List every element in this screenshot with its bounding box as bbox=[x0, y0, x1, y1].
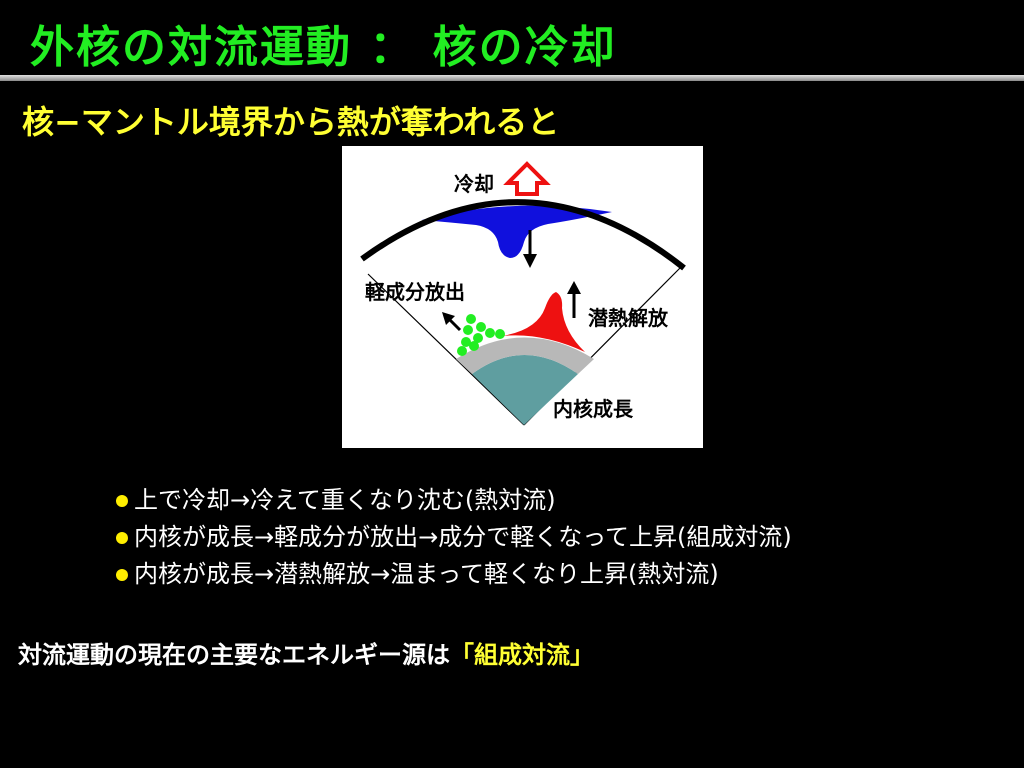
bullet-item: 上で冷却→冷えて重くなり沈む(熱対流) bbox=[116, 482, 792, 519]
wedge-left-edge bbox=[367, 273, 525, 426]
cooling-up-arrow bbox=[503, 161, 551, 196]
bullet-item: 内核が成長→軽成分が放出→成分で軽くなって上昇(組成対流) bbox=[116, 519, 792, 556]
hot-plume bbox=[502, 292, 585, 352]
cooling-label: 冷却 bbox=[454, 172, 494, 196]
inner-core-growth-label: 内核成長 bbox=[553, 397, 633, 421]
core-mantle-boundary bbox=[360, 199, 686, 271]
core-convection-diagram: 冷却 軽成分放出 潜熱解放 内核成長 bbox=[342, 146, 703, 448]
inner-core-boundary-layer bbox=[456, 337, 594, 374]
diagram-graphics bbox=[360, 161, 686, 426]
bullet-dot-icon bbox=[116, 531, 128, 544]
title-divider bbox=[0, 75, 1024, 81]
inner-core bbox=[472, 355, 578, 425]
latent-heat-release-label: 潜熱解放 bbox=[588, 306, 668, 330]
bullet-list: 上で冷却→冷えて重くなり沈む(熱対流) 内核が成長→軽成分が放出→成分で軽くなっ… bbox=[116, 482, 792, 593]
bullet-text: 内核が成長→潜熱解放→温まって軽くなり上昇(熱対流) bbox=[134, 560, 719, 588]
conclusion-text: 対流運動の現在の主要なエネルギー源は「組成対流」 bbox=[18, 637, 594, 673]
bullet-text: 上で冷却→冷えて重くなり沈む(熱対流) bbox=[134, 486, 556, 514]
light-element-dots bbox=[457, 314, 505, 356]
light-element-arrow-head bbox=[442, 312, 455, 325]
slide-title: 外核の対流運動 ： 核の冷却 bbox=[30, 22, 617, 73]
conclusion-highlight: 「組成対流」 bbox=[450, 641, 594, 669]
conclusion-prefix: 対流運動の現在の主要なエネルギー源は bbox=[18, 641, 450, 669]
sinking-arrow-head bbox=[523, 254, 537, 268]
slide-subtitle: 核−マントル境界から熱が奪われると bbox=[22, 103, 560, 141]
bullet-dot-icon bbox=[116, 494, 128, 507]
rising-arrow-head bbox=[567, 281, 581, 294]
bullet-text: 内核が成長→軽成分が放出→成分で軽くなって上昇(組成対流) bbox=[134, 523, 792, 551]
cold-plume bbox=[422, 205, 612, 258]
bullet-dot-icon bbox=[116, 568, 128, 581]
light-element-release-label: 軽成分放出 bbox=[365, 280, 465, 304]
bullet-item: 内核が成長→潜熱解放→温まって軽くなり上昇(熱対流) bbox=[116, 556, 792, 593]
